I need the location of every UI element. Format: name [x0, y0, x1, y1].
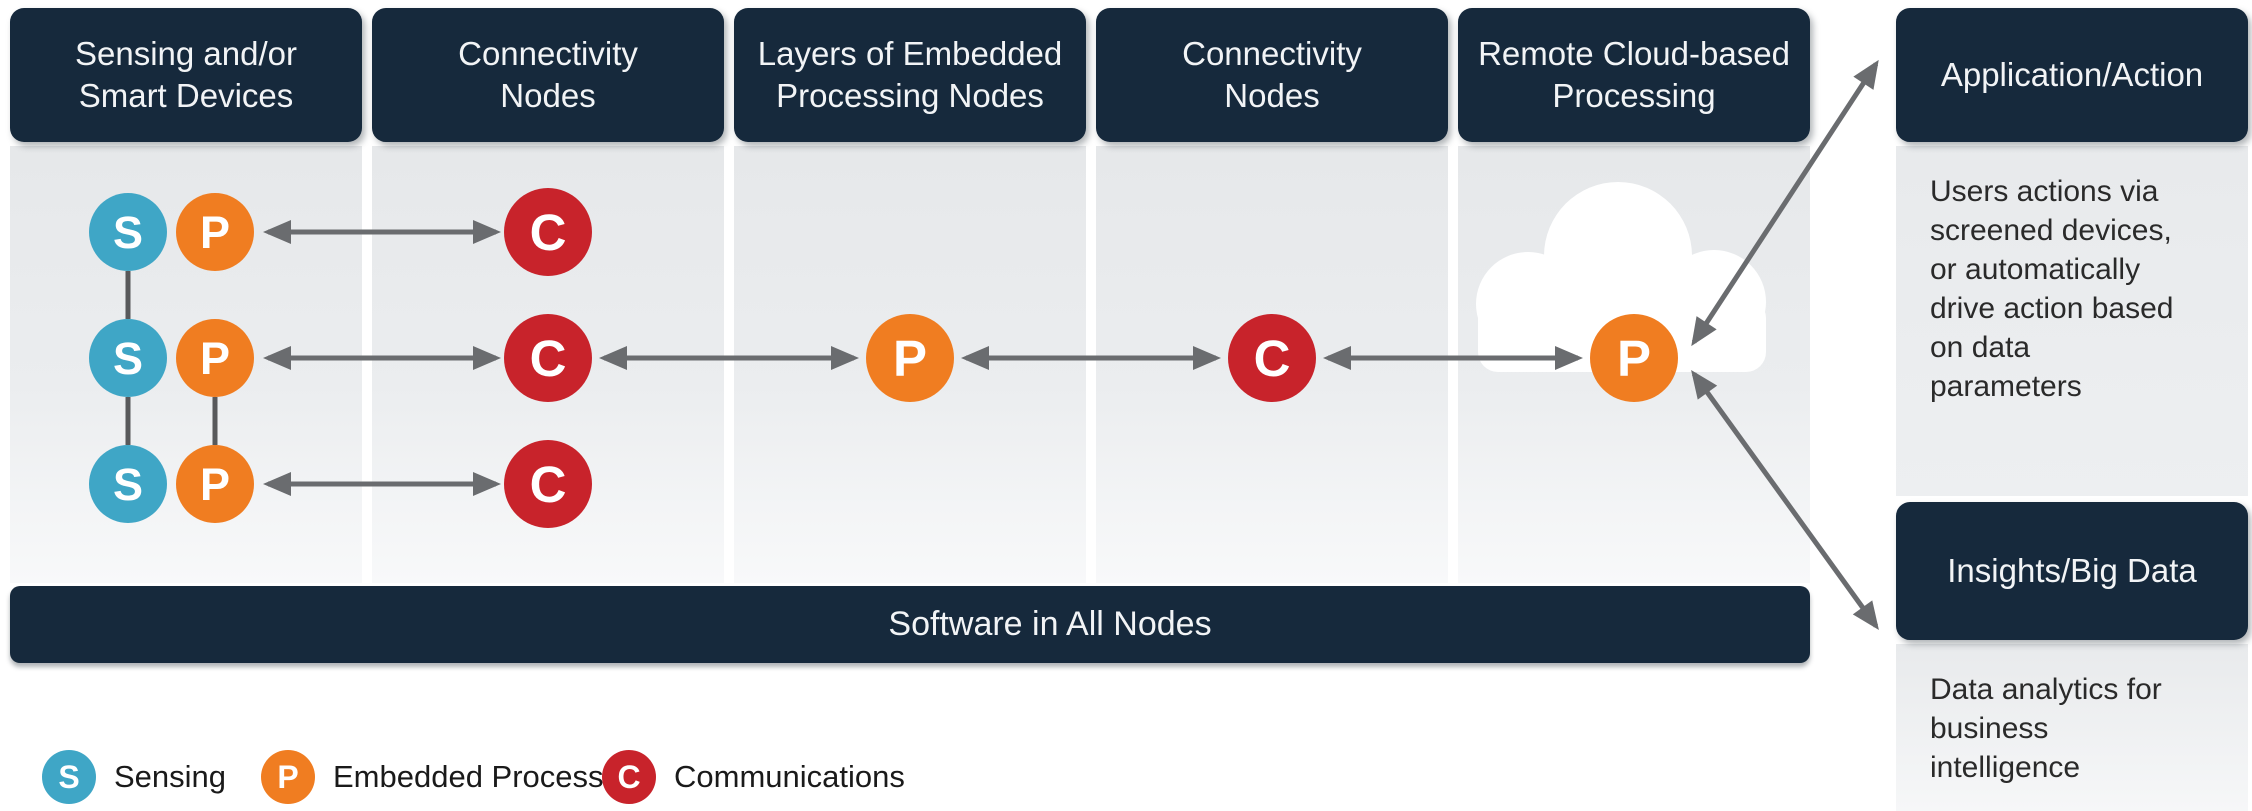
node-p-circle: P	[176, 445, 254, 523]
node-p-circle: P	[1590, 314, 1678, 402]
legend-item-communications: C Communications	[602, 750, 905, 804]
node-p-circle: P	[866, 314, 954, 402]
node-c-circle: C	[504, 440, 592, 528]
column-header-2: Connectivity Nodes	[372, 8, 724, 142]
column-header-3: Layers of Embedded Processing Nodes	[734, 8, 1086, 142]
column-header-5: Remote Cloud-based Processing	[1458, 8, 1810, 142]
legend-label: Communications	[674, 759, 905, 794]
node-c-circle: C	[504, 188, 592, 276]
legend-s-icon: S	[42, 750, 96, 804]
double-arrow	[1691, 59, 1879, 347]
software-bar-label: Software in All Nodes	[888, 605, 1212, 643]
legend-c-icon: C	[602, 750, 656, 804]
software-bar: Software in All Nodes	[10, 586, 1810, 663]
legend-label: Sensing	[114, 759, 227, 794]
legend-item-embedded-processing: P Embedded Processing	[261, 750, 645, 804]
application-action-header: Application/Action	[1896, 8, 2248, 142]
node-c-circle: C	[1228, 314, 1316, 402]
legend-item-sensing: S Sensing	[42, 750, 226, 804]
insights-big-data-header: Insights/Big Data	[1896, 502, 2248, 640]
double-arrow	[1691, 369, 1879, 631]
node-c-circle: C	[504, 314, 592, 402]
column-header-4: Connectivity Nodes	[1096, 8, 1448, 142]
legend-p-icon: P	[261, 750, 315, 804]
legend-label: Embedded Processing	[333, 759, 645, 794]
column-header-1: Sensing and/or Smart Devices	[10, 8, 362, 142]
insights-big-data-description: Data analytics for business intelligence	[1930, 673, 2162, 784]
insights-big-data-panel: Data analytics for business intelligence	[1896, 644, 2248, 811]
application-action-panel: Users actions via screened devices, or a…	[1896, 146, 2248, 496]
node-s-circle: S	[89, 319, 167, 397]
node-p-circle: P	[176, 193, 254, 271]
application-action-description: Users actions via screened devices, or a…	[1930, 175, 2174, 403]
node-s-circle: S	[89, 445, 167, 523]
node-p-circle: P	[176, 319, 254, 397]
node-s-circle: S	[89, 193, 167, 271]
